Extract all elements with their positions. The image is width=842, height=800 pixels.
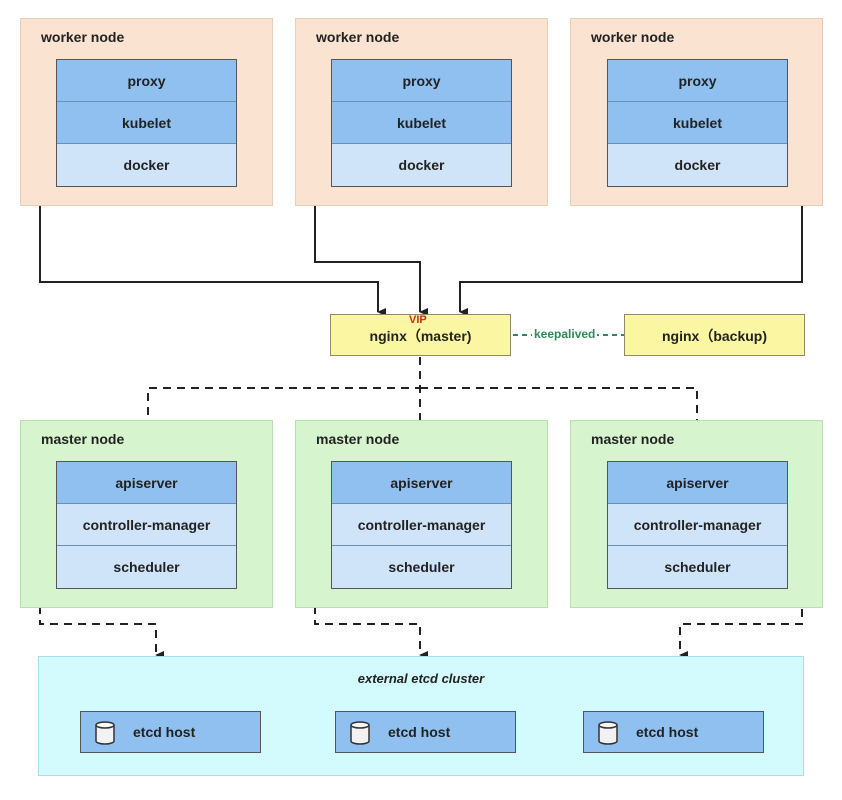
apiserver-component: apiserver bbox=[608, 462, 787, 504]
controller-manager-component: controller-manager bbox=[57, 504, 236, 546]
controller-manager-component: controller-manager bbox=[332, 504, 511, 546]
apiserver-component: apiserver bbox=[57, 462, 236, 504]
docker-component: docker bbox=[608, 144, 787, 186]
etcd-host-label: etcd host bbox=[133, 724, 196, 740]
docker-component: docker bbox=[57, 144, 236, 186]
proxy-component: proxy bbox=[57, 60, 236, 102]
docker-component: docker bbox=[332, 144, 511, 186]
master3-to-etcd-line bbox=[679, 481, 803, 659]
database-icon bbox=[598, 721, 618, 745]
master-node-title: master node bbox=[591, 431, 675, 447]
master1-to-etcd-line bbox=[39, 481, 164, 659]
etcd-host-label: etcd host bbox=[636, 724, 699, 740]
etcd-host-1: etcd host bbox=[80, 711, 261, 753]
master-1-components: apiserver controller-manager scheduler bbox=[56, 461, 237, 589]
etcd-cluster-title: external etcd cluster bbox=[357, 671, 485, 686]
etcd-host-2: etcd host bbox=[335, 711, 516, 753]
apiserver-component: apiserver bbox=[332, 462, 511, 504]
scheduler-component: scheduler bbox=[332, 546, 511, 588]
master-3-components: apiserver controller-manager scheduler bbox=[607, 461, 788, 589]
proxy-component: proxy bbox=[332, 60, 511, 102]
database-icon bbox=[95, 721, 115, 745]
nginx-backup: nginx（backup) bbox=[624, 314, 805, 356]
worker-node-title: worker node bbox=[591, 29, 675, 45]
keepalived-label: keepalived bbox=[532, 327, 598, 341]
master2-to-etcd-line bbox=[314, 481, 428, 659]
master-node-title: master node bbox=[316, 431, 400, 447]
scheduler-component: scheduler bbox=[608, 546, 787, 588]
kubelet-component: kubelet bbox=[57, 102, 236, 144]
etcd-host-label: etcd host bbox=[388, 724, 451, 740]
worker-1-components: proxy kubelet docker bbox=[56, 59, 237, 187]
etcd-host-3: etcd host bbox=[583, 711, 764, 753]
master-node-title: master node bbox=[41, 431, 125, 447]
controller-manager-component: controller-manager bbox=[608, 504, 787, 546]
nginx-master: nginx（master) bbox=[330, 314, 511, 356]
master-2-components: apiserver controller-manager scheduler bbox=[331, 461, 512, 589]
proxy-component: proxy bbox=[608, 60, 787, 102]
worker-node-title: worker node bbox=[316, 29, 400, 45]
scheduler-component: scheduler bbox=[57, 546, 236, 588]
kubelet-component: kubelet bbox=[332, 102, 511, 144]
worker-node-title: worker node bbox=[41, 29, 125, 45]
database-icon bbox=[350, 721, 370, 745]
vip-label: VIP bbox=[409, 314, 427, 326]
kubelet-component: kubelet bbox=[608, 102, 787, 144]
worker-3-components: proxy kubelet docker bbox=[607, 59, 788, 187]
worker-2-components: proxy kubelet docker bbox=[331, 59, 512, 187]
